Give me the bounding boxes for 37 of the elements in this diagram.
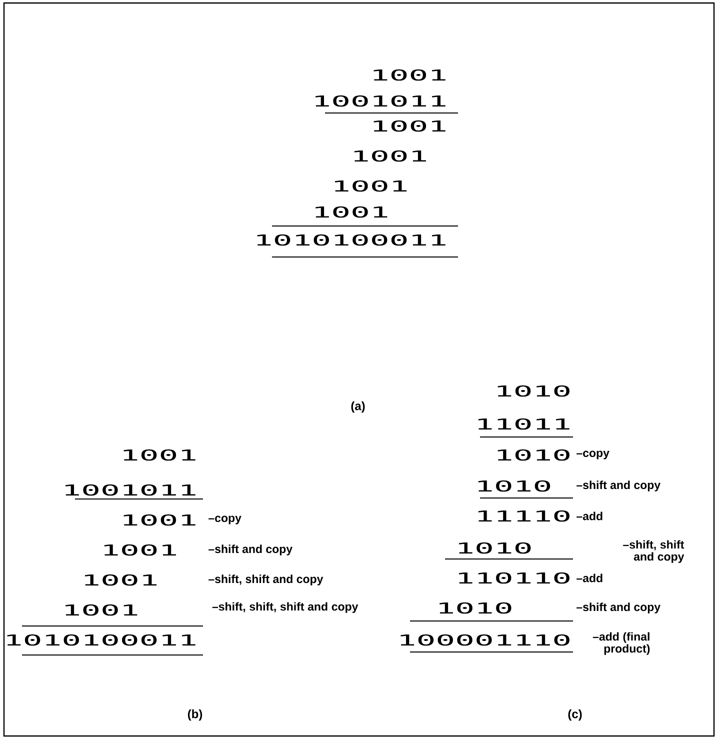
binary-number: 1001	[84, 574, 157, 586]
step-note: –shift, shift, shift and copy	[212, 602, 358, 613]
binary-number: 1001011	[316, 95, 446, 107]
binary-number: 1001	[374, 69, 446, 81]
panel-caption: (b)	[188, 709, 202, 721]
binary-number: 1001011	[66, 484, 196, 496]
binary-number: 1010	[440, 602, 512, 614]
panel-caption: (a)	[351, 401, 365, 413]
binary-number: 11011	[478, 418, 570, 430]
binary-number: 1010100011	[7, 634, 196, 646]
panel-caption: (c)	[568, 709, 582, 721]
step-note: –shift and copy	[208, 544, 292, 556]
step-note: –copy	[576, 450, 610, 460]
binary-number: 1010	[498, 449, 570, 461]
step-note: –shift and copy	[576, 602, 660, 614]
binary-number: 1001	[124, 449, 196, 461]
binary-number: 1001	[334, 180, 407, 192]
binary-number: 1001	[316, 206, 388, 218]
binary-number: 1001	[354, 150, 426, 162]
binary-number: 11110	[478, 510, 570, 522]
step-note: –shift and copy	[576, 480, 660, 492]
binary-number: 1010	[458, 542, 531, 554]
step-note: –shift, shift and copy	[623, 540, 684, 563]
binary-number: 1001	[104, 544, 176, 556]
binary-number: 1010	[478, 480, 550, 492]
binary-number: 1010	[498, 385, 570, 397]
binary-number: 110110	[458, 572, 570, 584]
binary-number: 1001	[374, 120, 446, 132]
step-note: –add	[576, 512, 602, 520]
binary-number: 1001	[66, 604, 138, 616]
step-note: –add (final product)	[592, 632, 650, 655]
binary-number: 100001110	[400, 634, 570, 646]
binary-number: 1001	[124, 514, 196, 526]
step-note: –shift, shift and copy	[208, 574, 324, 586]
binary-number: 1010100011	[257, 234, 446, 246]
step-note: –add	[576, 574, 602, 582]
step-note: –copy	[208, 516, 242, 524]
